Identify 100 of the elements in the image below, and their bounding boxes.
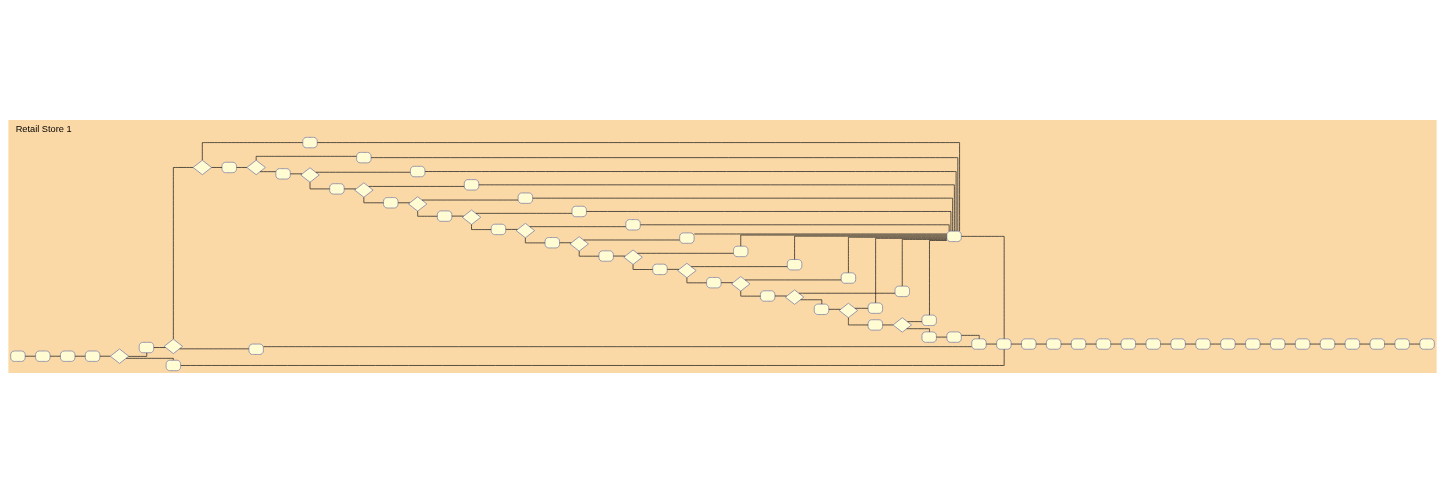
node-diamond — [515, 222, 536, 239]
node-box — [329, 183, 345, 195]
node-box — [1319, 338, 1336, 350]
node-box — [10, 350, 26, 362]
node-box — [946, 331, 962, 343]
node-box — [1220, 338, 1236, 350]
connector — [532, 197, 953, 232]
node-box — [1270, 338, 1286, 350]
connector — [901, 239, 948, 287]
node-diamond — [569, 236, 589, 252]
connector — [961, 335, 980, 340]
node-box — [60, 350, 76, 362]
connector — [906, 328, 930, 333]
connector — [854, 307, 869, 309]
connector — [475, 213, 573, 214]
connector — [800, 299, 823, 305]
connector — [370, 157, 959, 232]
connector — [740, 234, 948, 247]
node-box — [410, 165, 426, 178]
node-diamond — [892, 317, 912, 333]
connector — [74, 355, 86, 357]
connector — [961, 236, 1005, 340]
node-diamond — [731, 276, 751, 292]
node-box — [598, 250, 614, 262]
node-box — [1046, 338, 1062, 350]
node-diamond — [109, 348, 130, 364]
connector — [794, 235, 948, 260]
node-box — [1095, 338, 1112, 350]
node-box — [786, 259, 803, 271]
node-box — [1369, 338, 1385, 350]
node-box — [1145, 338, 1161, 350]
connector — [255, 155, 357, 161]
connector — [201, 142, 303, 161]
node-box — [544, 237, 560, 249]
node-box — [921, 314, 937, 326]
connector — [690, 266, 788, 267]
node-box — [813, 303, 830, 315]
node-box — [571, 205, 587, 218]
connector — [798, 292, 896, 294]
node-box — [1195, 338, 1211, 350]
node-diamond — [623, 249, 643, 265]
node-box — [1344, 338, 1361, 350]
node-box — [35, 350, 51, 362]
node-box — [302, 136, 318, 149]
connector — [828, 308, 841, 310]
node-box — [383, 197, 399, 209]
connector — [632, 264, 653, 270]
connector — [236, 167, 248, 168]
node-box — [1120, 338, 1136, 350]
node-box — [733, 245, 749, 258]
node-box — [138, 341, 155, 354]
connector — [848, 317, 869, 326]
node-box — [625, 219, 641, 231]
node-diamond — [461, 209, 482, 225]
node-box — [275, 168, 291, 180]
connector — [929, 240, 948, 316]
connector — [424, 171, 957, 232]
connector — [125, 357, 174, 361]
node-box — [1245, 338, 1261, 350]
connector — [907, 321, 923, 322]
connector — [211, 167, 223, 168]
connector — [693, 233, 948, 235]
node-box — [84, 350, 101, 362]
connector — [586, 211, 952, 232]
node-box — [1021, 338, 1037, 350]
node-box — [1170, 338, 1186, 350]
connector — [99, 355, 111, 357]
node-box — [221, 161, 237, 174]
diagram-title: Retail Store 1 — [15, 124, 72, 135]
node-diamond — [354, 182, 374, 198]
node-box — [867, 319, 883, 331]
node-box — [921, 331, 937, 343]
connector — [417, 210, 438, 217]
node-box — [840, 272, 857, 284]
node-diamond — [838, 302, 859, 319]
node-box — [996, 338, 1012, 350]
node-diamond — [163, 338, 184, 355]
connector — [180, 349, 1005, 366]
node-box — [165, 359, 182, 372]
connector — [478, 184, 955, 232]
node-diamond — [246, 159, 266, 176]
node-diamond — [192, 159, 212, 176]
connector — [637, 252, 734, 254]
node-diamond — [677, 262, 697, 279]
node-box — [867, 302, 883, 314]
node-box — [760, 290, 776, 302]
connector — [848, 236, 948, 274]
connector — [421, 199, 519, 201]
connector — [263, 346, 972, 348]
node-box — [517, 192, 534, 204]
connector — [128, 352, 148, 357]
node-box — [1294, 338, 1311, 350]
node-box — [1394, 338, 1410, 350]
node-box — [706, 277, 722, 289]
connector — [471, 224, 492, 230]
node-box — [971, 338, 987, 350]
connector — [315, 171, 411, 173]
node-diamond — [784, 289, 805, 305]
node-box — [490, 223, 507, 236]
connector — [397, 202, 411, 204]
